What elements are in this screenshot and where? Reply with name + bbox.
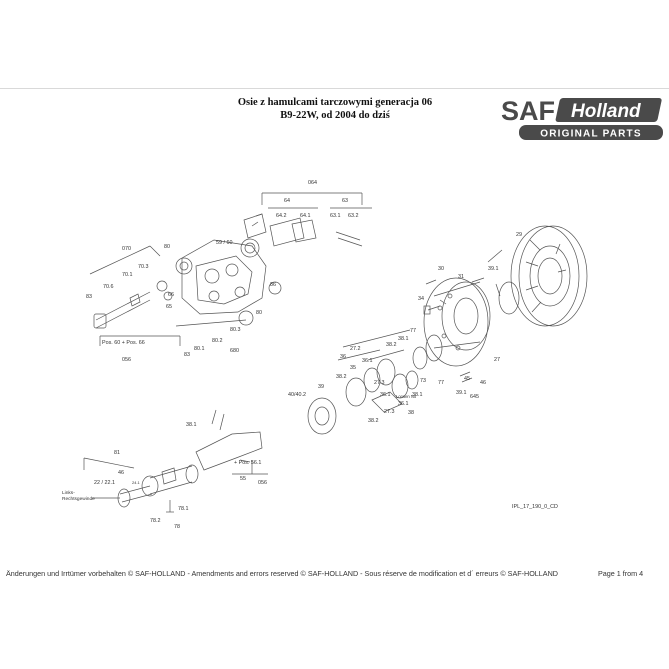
label-55: 55 — [240, 476, 246, 482]
label-78: 78 — [174, 524, 180, 530]
label-78-2: 78.2 — [150, 518, 161, 524]
label-80-1: 80.1 — [194, 346, 205, 352]
label-38-2-upper: 38.2 — [386, 342, 397, 348]
label-83: 83 — [86, 294, 92, 300]
label-064: 064 — [308, 180, 317, 186]
label-38-1-upper: 38.1 — [398, 336, 409, 342]
label-loosen: Loosen No — [396, 394, 417, 399]
label-rechtsgewinde: Rechtsgewinde — [62, 496, 95, 502]
label-38-2-mid: 38.2 — [336, 374, 347, 380]
label-45: 45 — [464, 376, 470, 382]
label-27-3-upper: 27.3 — [374, 380, 385, 386]
page-footer: Änderungen und Irrtümer vorbehalten © SA… — [0, 566, 669, 580]
label-35: 35 — [350, 365, 356, 371]
label-680: 680 — [230, 348, 239, 354]
label-77-lower: 77 — [438, 380, 444, 386]
label-46-axle: 46 — [118, 470, 124, 476]
label-056: 056 — [122, 357, 131, 363]
label-77-upper: 77 — [410, 328, 416, 334]
label-27-2: 27.2 — [350, 346, 361, 352]
label-36-1-lowest: 36.1 — [398, 401, 409, 407]
label-38-2-lower: 38.2 — [368, 418, 379, 424]
label-86: 86 — [270, 282, 276, 288]
label-pos-56-1: + Pos. 56.1 — [234, 460, 261, 466]
label-64-2: 64.2 — [276, 213, 287, 219]
part-number-labels: 064 64 63 64.2 64.1 63.1 63.2 59 / 60 80… — [62, 180, 558, 530]
logo-brand-script: Holland — [571, 101, 641, 122]
label-40-40-2: 40/40.2 — [288, 392, 306, 398]
label-31: 31 — [458, 274, 464, 280]
footer-page-number: Page 1 from 4 — [598, 569, 644, 578]
label-63: 63 — [342, 198, 348, 204]
logo-brand-main: SAF — [501, 96, 555, 126]
label-39-1: 39.1 — [488, 266, 499, 272]
label-36-1-lower: 36.1 — [380, 392, 391, 398]
label-056-axle: 056 — [258, 480, 267, 486]
label-27: 27 — [494, 357, 500, 363]
label-80-3: 80.3 — [230, 327, 241, 333]
label-070: 070 — [122, 246, 131, 252]
label-30: 30 — [438, 266, 444, 272]
label-80-right: 80 — [256, 310, 262, 316]
label-34: 34 — [418, 296, 424, 302]
label-63-2: 63.2 — [348, 213, 359, 219]
label-29: 29 — [516, 232, 522, 238]
title-line-1: Osie z hamulcami tarczowymi generacja 06 — [237, 97, 433, 108]
label-36: 36 — [340, 354, 346, 360]
label-pos-60-66: Pos. 60 + Pos. 66 — [102, 340, 145, 346]
label-66: 66 — [168, 292, 174, 298]
label-70-1: 70.1 — [122, 272, 133, 278]
drawing-linework — [83, 192, 588, 513]
label-64: 64 — [284, 198, 290, 204]
label-22-22-1: 22 / 22.1 — [94, 480, 115, 486]
title-line-2: B9-22W, od 2004 do dziś — [280, 110, 390, 121]
label-38: 38 — [408, 410, 414, 416]
document-title: Osie z hamulcami tarczowymi generacja 06… — [170, 96, 500, 122]
label-80-2: 80.2 — [212, 338, 223, 344]
reference-code: IPL_17_190_0_CD — [512, 504, 558, 510]
logo-script-box — [555, 98, 662, 122]
label-27-3-lower: 27.3 — [384, 409, 395, 415]
label-46: 46 — [480, 380, 486, 386]
label-83-lower: 83 — [184, 352, 190, 358]
label-39-1-lower: 39.1 — [456, 390, 467, 396]
label-73: 73 — [420, 378, 426, 384]
label-63-1: 63.1 — [330, 213, 341, 219]
label-645: 645 — [470, 394, 479, 400]
label-38-1-axle: 38.1 — [186, 422, 197, 428]
label-65: 65 — [166, 304, 172, 310]
saf-holland-logo: SAF Holland ORIGINAL PARTS — [501, 96, 663, 140]
exploded-parts-drawing: 064 64 63 64.2 64.1 63.1 63.2 59 / 60 80… — [62, 180, 588, 530]
label-39: 39 — [318, 384, 324, 390]
label-59-60: 59 / 60 — [216, 240, 233, 246]
label-64-1: 64.1 — [300, 213, 311, 219]
label-70-3: 70.3 — [138, 264, 149, 270]
label-70-6: 70.6 — [103, 284, 114, 290]
label-36-1-upper: 36.1 — [362, 358, 373, 364]
logo-tagline-bar — [519, 125, 663, 140]
header-divider — [0, 88, 669, 89]
label-78-1: 78.1 — [178, 506, 189, 512]
label-80: 80 — [164, 244, 170, 250]
label-38-1-lower: 38.1 — [412, 392, 423, 398]
logo-tagline: ORIGINAL PARTS — [540, 129, 641, 140]
label-81: 81 — [114, 450, 120, 456]
label-24-1: 24.1 — [132, 480, 141, 485]
label-links: Links- — [62, 490, 75, 496]
footer-legal-text: Änderungen und Irrtümer vorbehalten © SA… — [6, 569, 558, 578]
